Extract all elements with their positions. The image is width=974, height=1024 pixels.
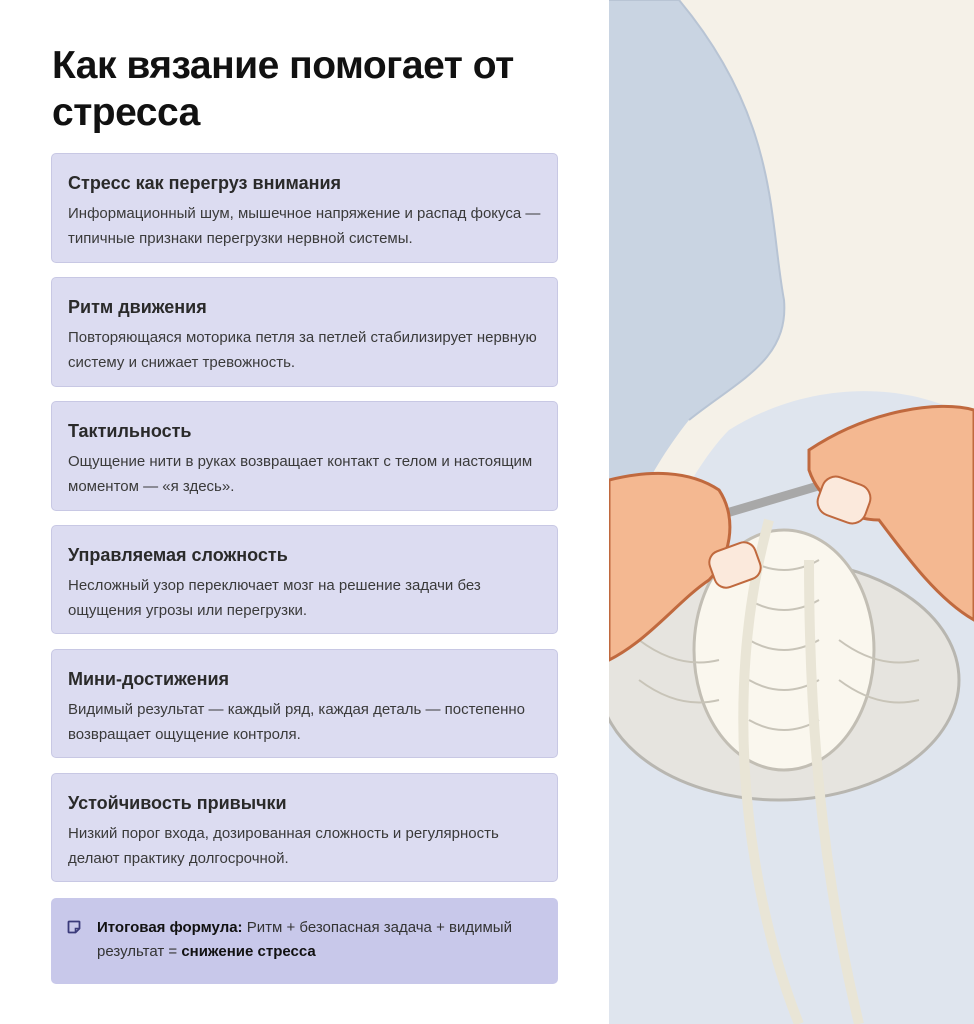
summary-result: снижение стресса: [181, 943, 316, 960]
card-rhythm: Ритм движения Повторяющаяся моторика пет…: [51, 277, 558, 387]
summary-callout: Итоговая формула: Ритм + безопасная зада…: [51, 898, 558, 984]
card-text: Ощущение нити в руках возвращает контакт…: [68, 453, 533, 495]
card-achievements: Мини-достижения Видимый результат — кажд…: [51, 649, 558, 758]
card-title: Тактильность: [68, 421, 192, 441]
summary-text: Ритм + безопасная задача + видимый резул…: [97, 919, 512, 960]
card-complexity: Управляемая сложность Несложный узор пер…: [51, 525, 558, 634]
content-panel: Как вязание помогает от стресса Стресс к…: [51, 44, 558, 984]
card-title: Стресс как перегруз внимания: [68, 173, 342, 193]
card-tactility: Тактильность Ощущение нити в руках возвр…: [51, 401, 558, 511]
summary-label: Итоговая формула:: [97, 919, 243, 936]
knitting-hands-image: [609, 0, 974, 1024]
knitting-illustration: [609, 0, 974, 1024]
card-habit: Устойчивость привычки Низкий порог входа…: [51, 773, 558, 882]
card-text: Информационный шум, мышечное напряжение …: [68, 205, 541, 247]
page-title: Как вязание помогает от стресса: [52, 44, 514, 134]
card-title: Мини-достижения: [68, 669, 230, 689]
card-text: Несложный узор переключает мозг на решен…: [68, 577, 481, 619]
note-icon: [67, 920, 81, 934]
card-text: Низкий порог входа, дозированная сложнос…: [68, 825, 499, 867]
card-title: Управляемая сложность: [68, 545, 288, 565]
card-stress-overload: Стресс как перегруз внимания Информацион…: [51, 153, 558, 263]
card-text: Видимый результат — каждый ряд, каждая д…: [68, 701, 526, 743]
card-title: Устойчивость привычки: [68, 793, 287, 813]
card-title: Ритм движения: [68, 297, 207, 317]
card-text: Повторяющаяся моторика петля за петлей с…: [68, 329, 537, 371]
